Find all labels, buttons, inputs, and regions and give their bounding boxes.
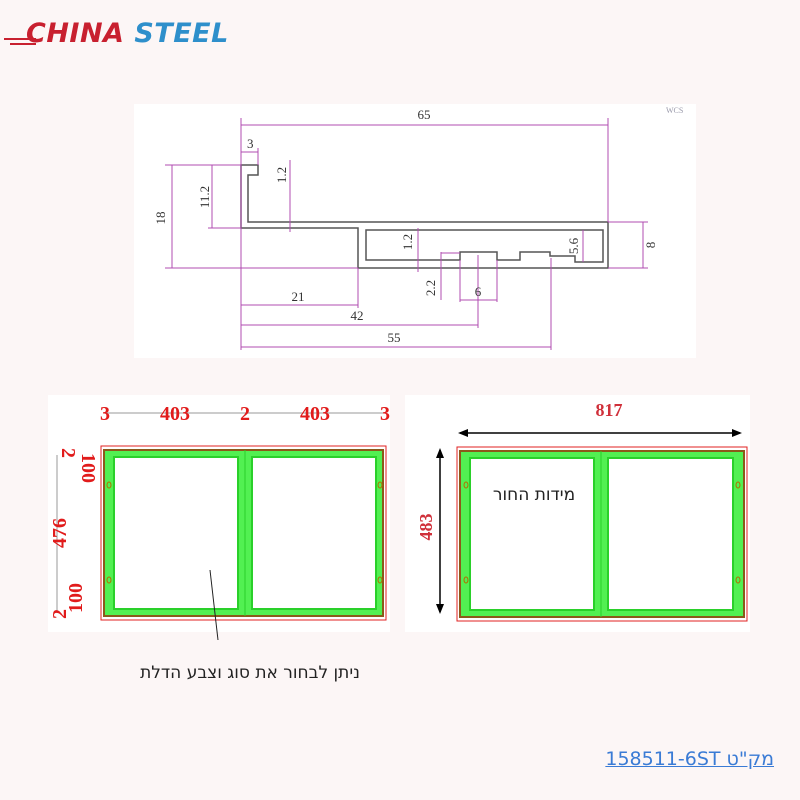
dim-width-817: 817 (596, 400, 623, 420)
hinge-icon (106, 481, 383, 584)
logo-text-steel: STEEL (134, 18, 229, 49)
dim-1-2-bottom: 1.2 (400, 234, 415, 250)
watermark: WCS (666, 106, 683, 115)
profile-dimension-labels: 65 3 1.2 11.2 18 1.2 5.6 8 2.2 6 21 42 5… (153, 107, 658, 345)
right-frame (456, 446, 748, 622)
dim-8: 8 (643, 242, 658, 249)
dimension-lines (165, 118, 648, 350)
dim-right-3: 3 (380, 403, 390, 425)
hinge-icon (463, 481, 741, 584)
dim-bottom-100: 100 (65, 583, 87, 613)
left-frame (100, 445, 387, 621)
dim-6: 6 (475, 284, 482, 299)
hole-dimensions-label: מידות החור (492, 485, 576, 505)
logo: CHINA STEEL (10, 18, 229, 49)
dim-bottom-2: 2 (49, 609, 71, 619)
dim-top-100: 100 (77, 453, 99, 483)
door-type-note: ניתן לבחור את סוג וצבע הדלת (140, 663, 360, 683)
dim-height-483: 483 (416, 514, 436, 541)
dim-55: 55 (388, 330, 401, 345)
dim-right-403: 403 (300, 403, 330, 425)
dim-476: 476 (49, 518, 71, 548)
dim-2-2: 2.2 (423, 280, 438, 296)
dim-21: 21 (292, 289, 305, 304)
sku-link[interactable]: מק"ט 158511-6ST (605, 748, 774, 770)
dim-11-2: 11.2 (197, 186, 212, 208)
dim-1-2-top: 1.2 (274, 167, 289, 183)
dimension-arrows (436, 429, 742, 614)
dim-18: 18 (153, 212, 168, 225)
logo-speed-line (10, 43, 36, 45)
dim-left-403: 403 (160, 403, 190, 425)
logo-speed-line (4, 38, 36, 40)
dim-42: 42 (351, 308, 364, 323)
logo-text-china: CHINA (26, 18, 125, 49)
dim-5-6: 5.6 (566, 237, 581, 254)
dim-top-2: 2 (57, 448, 79, 458)
dim-65: 65 (418, 107, 431, 122)
dim-3: 3 (247, 136, 254, 151)
dim-mid-2: 2 (240, 403, 250, 425)
dim-left-3: 3 (100, 403, 110, 425)
